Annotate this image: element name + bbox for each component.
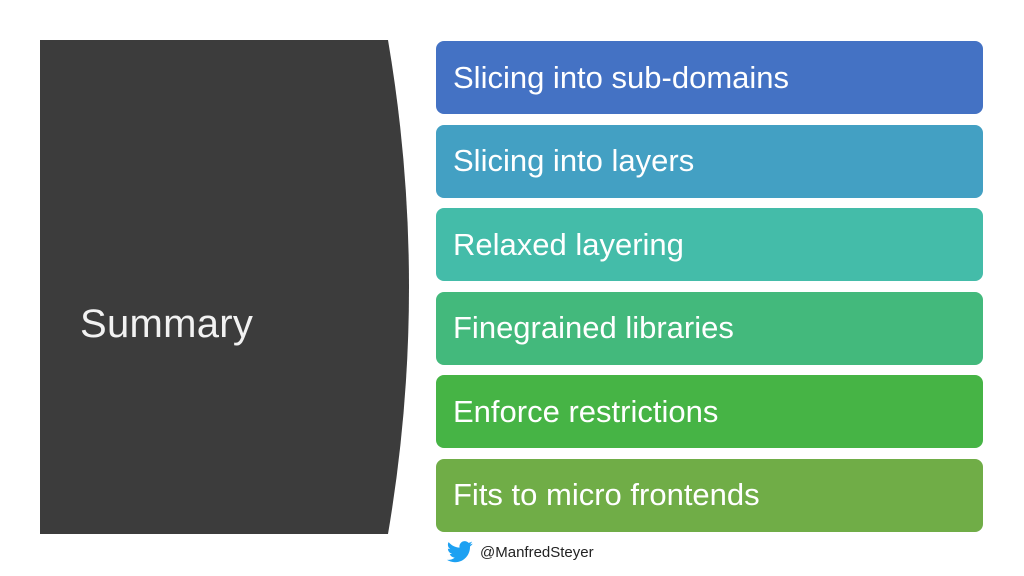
list-item-label: Enforce restrictions [453,393,719,429]
summary-list: Slicing into sub-domains Slicing into la… [436,41,983,542]
list-item-label: Fits to micro frontends [453,477,760,512]
twitter-handle: @ManfredSteyer [480,543,594,561]
list-item-label: Finegrained libraries [453,310,734,345]
footer: @ManfredSteyer [446,540,594,564]
list-item: Fits to micro frontends [436,458,983,532]
list-item: Finegrained libraries [436,291,983,365]
list-item: Slicing into sub-domains [436,41,983,114]
list-item: Enforce restrictions [436,375,983,448]
slide-title: Summary [80,302,254,346]
list-item-label: Relaxed layering [453,226,684,262]
title-panel: Summary [40,40,415,534]
twitter-icon [446,541,473,563]
title-panel-shape [40,40,409,534]
list-item-label: Slicing into layers [453,143,695,178]
list-item: Relaxed layering [436,208,983,281]
list-item-label: Slicing into sub-domains [453,59,790,95]
list-item: Slicing into layers [436,124,983,198]
